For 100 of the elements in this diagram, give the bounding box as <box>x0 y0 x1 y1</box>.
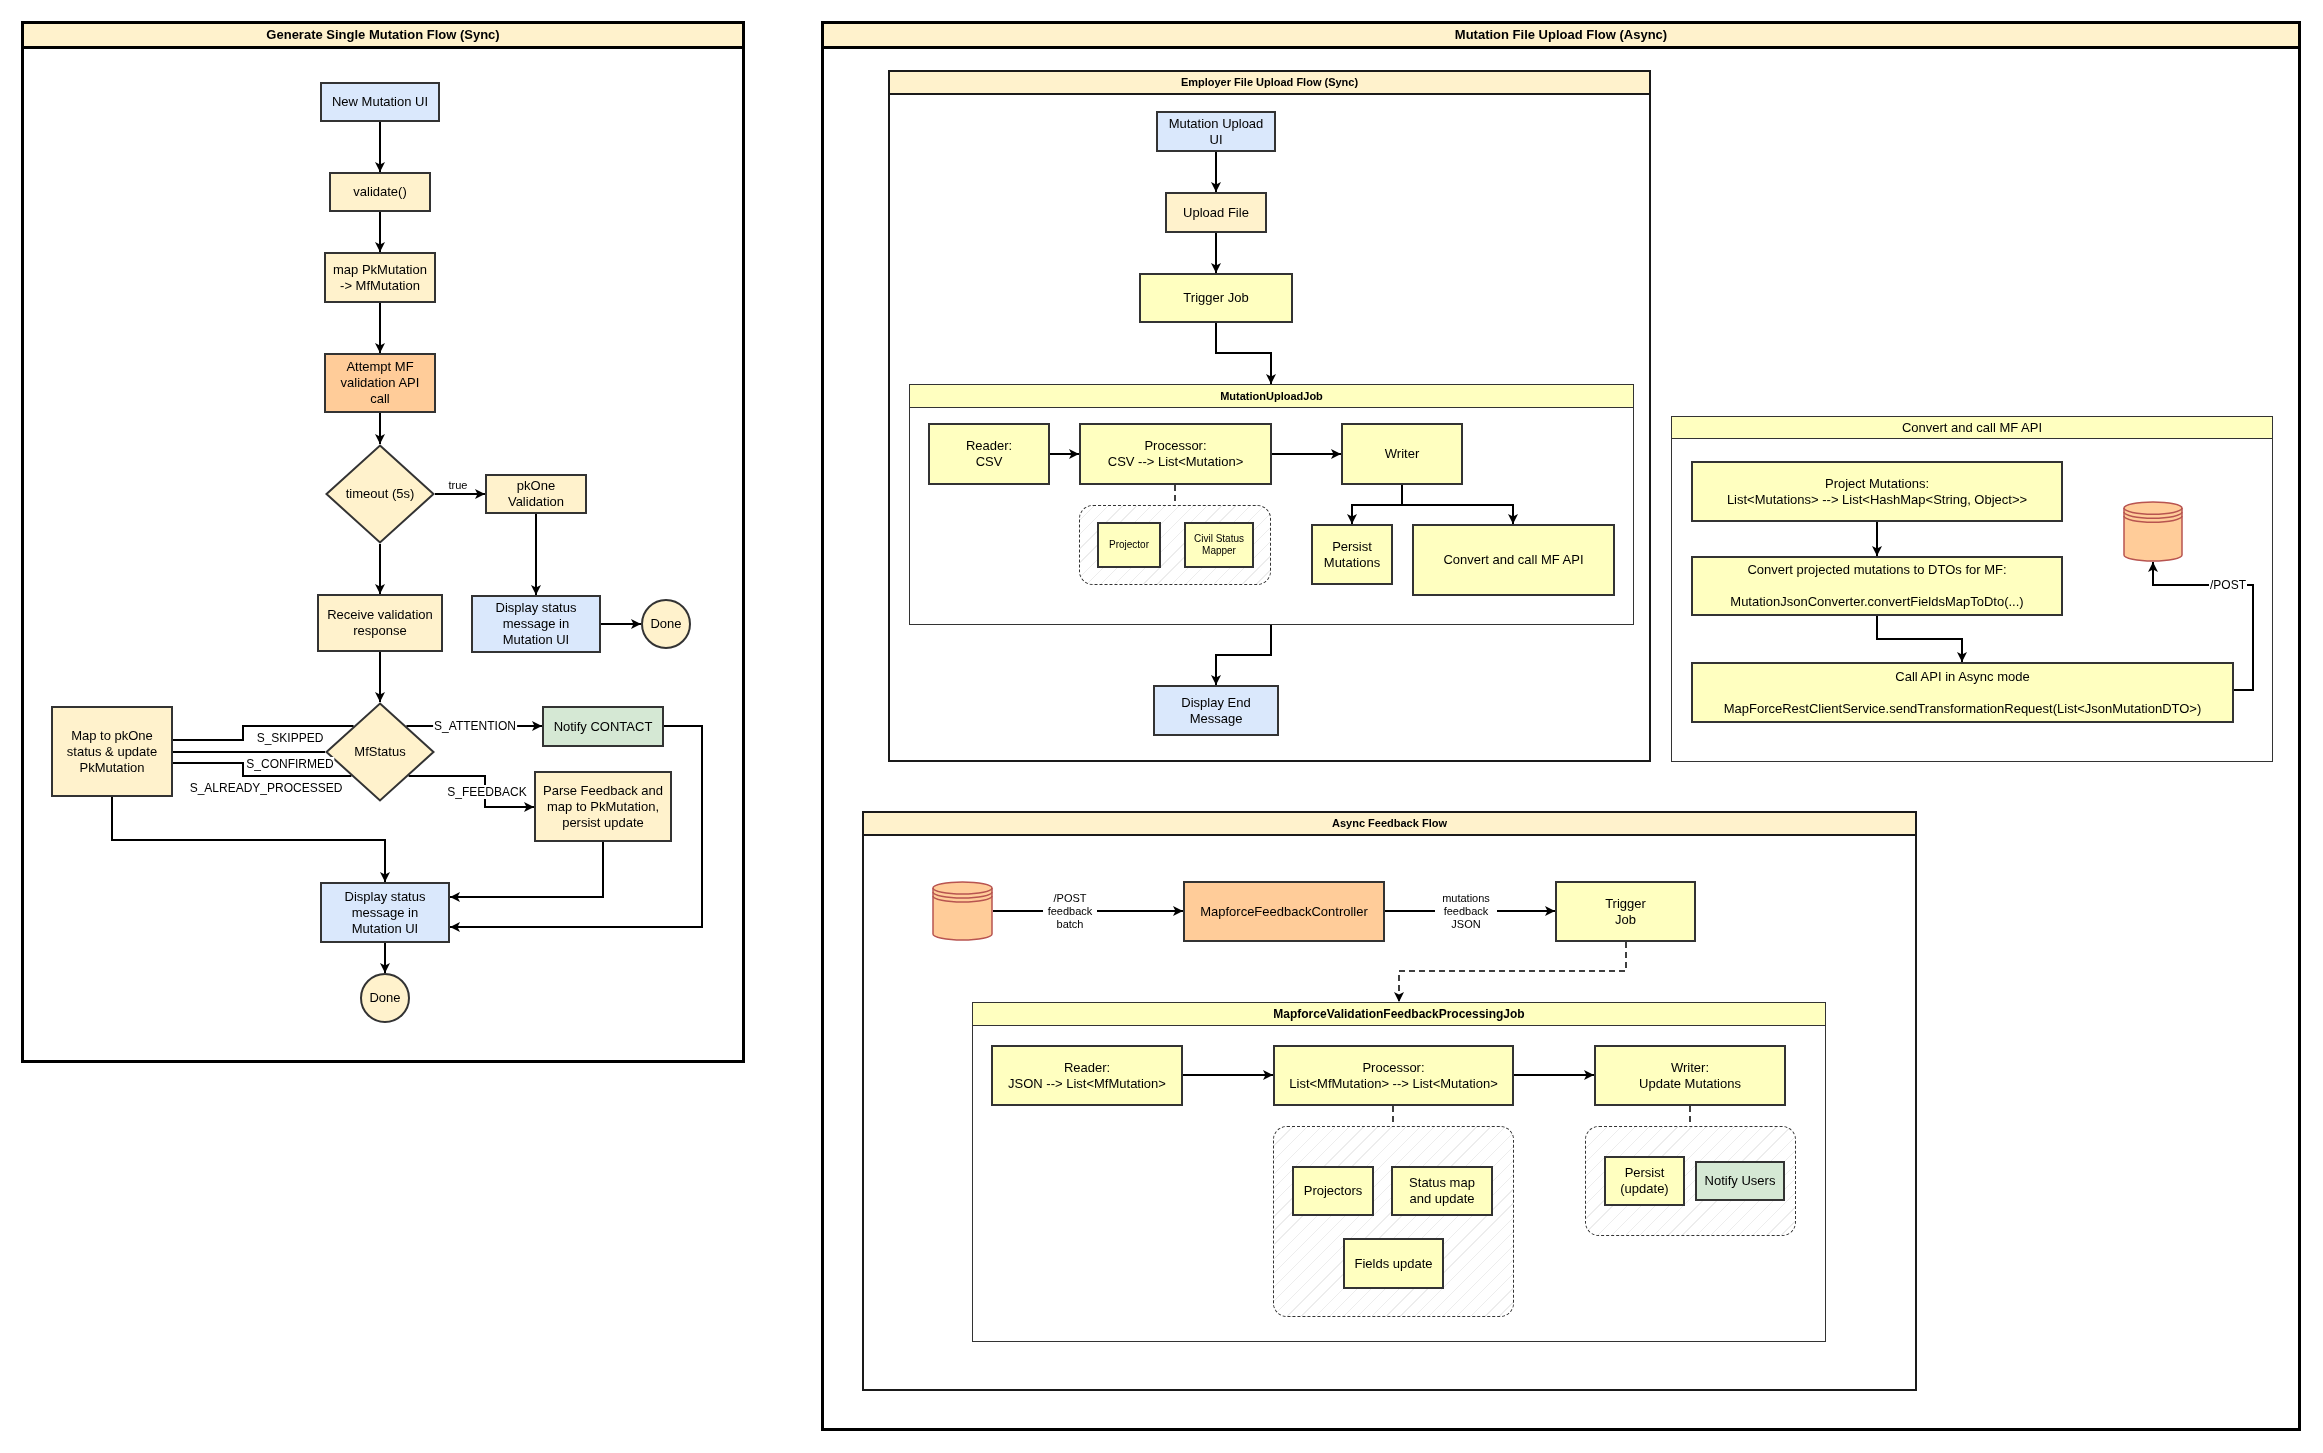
arrow <box>1513 1070 1595 1080</box>
edge-label: S_SKIPPED <box>255 731 325 745</box>
process-box <box>317 594 443 652</box>
process-box <box>1604 1156 1685 1206</box>
dashed-arrow <box>1394 941 1627 1003</box>
swimlane-panel <box>909 384 1634 625</box>
process-box <box>1097 522 1161 568</box>
arrow <box>111 796 390 883</box>
node-label: Project Mutations: <box>1824 475 1929 492</box>
node-label: CSV <box>975 454 1003 470</box>
node-label: CSV --> List<Mutation> <box>1107 454 1244 470</box>
node-label: timeout (5s) <box>345 486 415 502</box>
node-label: List<MfMutation> --> List<Mutation> <box>1289 1075 1498 1092</box>
dashed-group-box <box>1079 505 1271 585</box>
node-label: Trigger Job <box>1183 290 1249 306</box>
swimlane-panel <box>821 21 2301 1431</box>
dashed-group-box <box>1273 1126 1514 1317</box>
process-box <box>1273 1045 1514 1106</box>
node-label: Done <box>369 990 401 1006</box>
process-box <box>329 172 431 212</box>
process-box <box>1412 524 1615 596</box>
process-box <box>1184 522 1254 568</box>
arrow <box>407 775 535 812</box>
process-box <box>542 706 664 747</box>
decision-diamond <box>325 444 435 544</box>
edge-label: mutations feedback JSON <box>1435 891 1497 931</box>
arrow <box>375 121 385 173</box>
node-label: MfStatus <box>354 744 406 760</box>
arrow <box>1401 484 1518 525</box>
node-label: Processor: <box>1144 438 1207 454</box>
node-label: MapForceRestClientService.sendTransformationRequest(List<JsonMutationDTO>) <box>1723 700 2202 717</box>
process-box <box>324 252 436 303</box>
edge-label: S_ATTENTION <box>433 719 517 733</box>
process-box <box>471 595 601 653</box>
arrow <box>375 302 385 354</box>
node-label: pkOne Validation <box>506 478 566 510</box>
arrow <box>1211 232 1221 274</box>
process-box <box>1391 1166 1493 1216</box>
node-label: Display status message in Mutation UI <box>343 888 427 937</box>
node-label: Projector <box>1109 539 1149 551</box>
process-box <box>1343 1238 1444 1289</box>
arrow <box>449 725 703 932</box>
arrow <box>449 841 604 902</box>
process-box <box>928 423 1050 485</box>
node-label: JSON --> List<MfMutation> <box>1008 1075 1166 1092</box>
node-label: Reader: <box>1063 1059 1111 1076</box>
arrow <box>1876 615 1967 663</box>
node-label: Map to pkOne status & update PkMutation <box>65 727 159 776</box>
process-box <box>1292 1166 1374 1216</box>
node-label: Persist Mutations <box>1322 538 1382 571</box>
connector-line <box>172 751 326 753</box>
edge-label: S_ALREADY_PROCESSED <box>188 781 344 795</box>
node-label: validate() <box>353 184 407 200</box>
node-label: Notify Users <box>1704 1173 1776 1189</box>
process-box <box>1594 1045 1786 1106</box>
arrow <box>1271 449 1342 459</box>
arrow <box>1211 624 1272 686</box>
panel-header: Employer File Upload Flow (Sync) <box>890 72 1649 95</box>
swimlane-panel <box>1671 416 2273 762</box>
arrow <box>1049 449 1080 459</box>
process-box <box>1183 881 1385 942</box>
process-box <box>1165 192 1267 233</box>
node-label: Attempt MF validation API call <box>339 359 421 407</box>
node-label: Writer <box>1384 446 1420 462</box>
arrow <box>434 489 486 499</box>
arrow <box>600 619 642 629</box>
node-label: Persist (update) <box>1619 1165 1670 1197</box>
process-box <box>324 353 436 413</box>
dashed-group-box <box>1585 1126 1796 1236</box>
database-cylinder <box>2123 501 2183 562</box>
panel-header: Async Feedback Flow <box>864 813 1915 836</box>
arrow <box>1211 151 1221 193</box>
connector-line <box>172 762 353 777</box>
node-label: List<Mutations> --> List<HashMap<String, Object>> <box>1726 491 2028 508</box>
panel-header: MapforceValidationFeedbackProcessingJob <box>973 1003 1825 1026</box>
swimlane-panel <box>21 21 745 1063</box>
process-box <box>1079 423 1272 485</box>
process-box <box>1691 461 2063 522</box>
arrow <box>1182 1070 1274 1080</box>
panel-header: Mutation File Upload Flow (Async) <box>824 24 2298 49</box>
arrow <box>375 651 385 703</box>
swimlane-panel <box>888 70 1651 762</box>
node-label: Call API in Async mode <box>1895 668 2030 685</box>
node-label: Receive validation response <box>326 607 434 639</box>
node-label: Processor: <box>1362 1059 1425 1076</box>
process-box <box>1341 423 1463 485</box>
process-box <box>51 706 173 797</box>
node-label: MutationJsonConverter.convertFieldsMapToDto(...) <box>1730 594 2024 610</box>
edge-label: S_CONFIRMED <box>245 757 335 771</box>
node-label: Display End Message <box>1180 694 1252 727</box>
process-box <box>1153 685 1279 736</box>
process-box <box>991 1045 1183 1106</box>
edge-label: S_FEEDBACK <box>446 785 528 799</box>
node-label: Convert and call MF API <box>1443 552 1584 568</box>
node-label: Update Mutations <box>1639 1075 1741 1092</box>
process-box <box>1555 881 1696 942</box>
arrow <box>1215 322 1276 385</box>
process-box <box>1311 524 1393 585</box>
node-label: Trigger Job <box>1604 895 1647 928</box>
edge-label: /POST feedback batch <box>1043 891 1097 931</box>
